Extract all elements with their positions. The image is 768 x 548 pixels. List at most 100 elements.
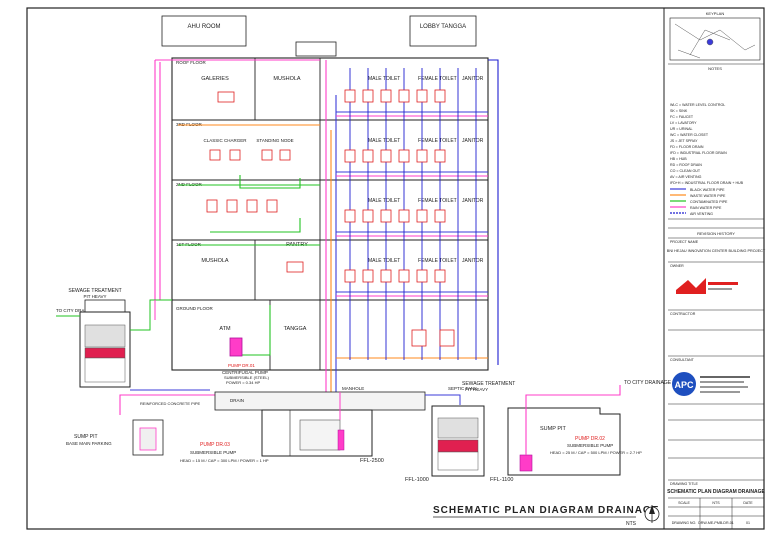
- abbr-8: IFD = INDUSTRIAL FLOOR DRAIN: [670, 151, 727, 155]
- room-label-mushola: MUSHOLA: [201, 258, 229, 264]
- centrifugal-sub-label: SUBMERSIBLE (STEEL): [224, 375, 270, 380]
- stair-lobby-label: LOBBY TANGGA: [420, 24, 466, 30]
- diagram-title: SCHEMATIC PLAN DIAGRAM DRAINAGE: [433, 505, 659, 516]
- toilet-male-4: MALE TOILET: [368, 76, 400, 82]
- legend-rain-water: RAIN WATER PIPE: [690, 206, 722, 210]
- centrifugal-pump-label: CENTRIFUGAL PUMP: [222, 370, 268, 375]
- room-label-galeries: GALERIES: [201, 76, 229, 82]
- room-label-mushola-top: MUSHOLA: [273, 76, 301, 82]
- left-pit-sub: PIT HEAVY: [83, 294, 106, 299]
- legend-black-water: BLACK WATER PIPE: [690, 188, 725, 192]
- room-label-atm: ATM: [219, 326, 231, 332]
- abbr-9: HB = HUB: [670, 157, 687, 161]
- left-pit-title: SEWAGE TREATMENT: [68, 288, 121, 294]
- pump-dr02-sub: SUBMERSIBLE PUMP: [567, 443, 613, 448]
- janitor-3: JANITOR: [462, 138, 484, 144]
- floor-label-roof: ROOF FLOOR: [176, 60, 207, 65]
- manhole-label: MANHOLE: [342, 386, 364, 391]
- drain-label: DRAIN: [230, 398, 244, 403]
- reinforced-pipe-label: REINFORCED CONCRETE PIPE: [140, 401, 201, 406]
- abbr-10: RD = ROOF DRAIN: [670, 163, 702, 167]
- legend-contaminated: CONTAMINATED PIPE: [690, 200, 728, 204]
- scale-value: NTS: [712, 501, 720, 505]
- toilet-female-2: FEMALE TOILET: [418, 198, 457, 204]
- pump-dr02-specs: HEAD = 25 M / CAP = 500 LPM / POWER = 2.…: [550, 450, 642, 455]
- abbr-13: IFD+H = INDUSTRIAL FLOOR DRAIN + HUB: [670, 181, 744, 185]
- title-block: KEYPLAN NOTES WLC = WATER LEVEL CONTROL …: [667, 11, 766, 529]
- toilet-female-4: FEMALE TOILET: [418, 76, 457, 82]
- abbr-1: SK = SINK: [670, 109, 688, 113]
- room-label-tangga: TANGGA: [284, 326, 307, 332]
- abbr-7: FD = FLOOR DRAIN: [670, 145, 704, 149]
- date-label: DATE: [743, 501, 753, 505]
- central-septic: DRAIN MANHOLE FFL-2500: [214, 386, 426, 464]
- roof-tank: [295, 41, 337, 57]
- stair-lobby-box: [409, 15, 477, 47]
- sump-right-label: SUMP PIT: [540, 426, 567, 432]
- drawing-title-label: DRAWING TITLE: [670, 482, 699, 486]
- left-sewage-pit: SEWAGE TREATMENT PIT HEAVY TO CITY DRAIN…: [56, 288, 172, 388]
- sheet-no: 01: [746, 521, 750, 525]
- pump-dr03-specs: HEAD = 15 M / CAP = 300 LPM / POWER = 1 …: [180, 458, 269, 463]
- room-label-node: STANDING NODE: [256, 138, 293, 143]
- toilet-female-3: FEMALE TOILET: [418, 138, 457, 144]
- janitor-2: JANITOR: [462, 198, 484, 204]
- abbr-4: UR = URINAL: [670, 127, 692, 131]
- legend-waste-water: WASTE WATER PIPE: [690, 194, 726, 198]
- abbr-5: WC = WATER CLOSET: [670, 133, 709, 137]
- legend-air-venting: AIR VENTING: [690, 212, 713, 216]
- ffl-1100: FFL-1100: [490, 477, 513, 483]
- left-drainage-label: TO CITY DRAINAGE: [56, 308, 98, 313]
- scale-label: SCALE: [678, 501, 690, 505]
- consultant-label: CONSULTANT: [670, 358, 695, 362]
- right-pump-pit: SEPTIC TANK FFL-1000 SEWAGE TREATMENT PI…: [405, 381, 515, 483]
- right-drainage-label: TO CITY DRAINAGE: [624, 380, 672, 386]
- drawing-title-block: SCHEMATIC PLAN DIAGRAM DRAINAGE: [667, 489, 765, 495]
- septic-label: SEPTIC TANK: [448, 386, 477, 391]
- abbr-2: FC = FAUCET: [670, 115, 694, 119]
- abbr-6: JS = JET SPRAY: [670, 139, 698, 143]
- owner-label: OWNER: [670, 264, 684, 268]
- pump-dr01-label: PUMP DR.01: [228, 363, 255, 368]
- right-pit-title: SEWAGE TREATMENT: [462, 381, 515, 387]
- sump-sub-label: BASE MAIN PARKING: [66, 441, 112, 446]
- toilet-female-1: FEMALE TOILET: [418, 258, 457, 264]
- lower-left-sump: REINFORCED CONCRETE PIPE SUMP PIT BASE M…: [66, 389, 269, 463]
- ahu-room-box: [161, 15, 247, 47]
- ahu-room-label: AHU ROOM: [188, 24, 221, 30]
- svg-text:APC: APC: [674, 380, 694, 390]
- drawing-no-label: DRAWING NO.: [672, 521, 697, 525]
- notes-header: NOTES: [708, 66, 722, 71]
- apc-logo-icon: APC: [672, 372, 750, 396]
- sump-right: SUMP PIT PUMP DR.02 SUBMERSIBLE PUMP HEA…: [490, 380, 672, 483]
- sump-pit-label: SUMP PIT: [74, 434, 98, 440]
- abbr-0: WLC = WATER LEVEL CONTROL: [670, 103, 725, 107]
- abbr-3: LV = LAVATORY: [670, 121, 697, 125]
- right-pit-sub: PIT HEAVY: [465, 387, 488, 392]
- floor-label-ground: GROUND FLOOR: [176, 306, 214, 311]
- project-name: BNI HEJAU INNOVATION CENTER BUILDING PRO…: [667, 249, 766, 253]
- pump-dr01-unit: [229, 337, 243, 357]
- building-section: AHU ROOM LOBBY TANGGA ROOF FLOOR 3RD FLO…: [154, 15, 499, 392]
- toilet-male-3: MALE TOILET: [368, 138, 400, 144]
- abbr-11: CO = CLEAN OUT: [670, 169, 701, 173]
- toilet-male-1: MALE TOILET: [368, 258, 400, 264]
- ffl-1000: FFL-1000: [405, 477, 429, 483]
- scale-note: NTS: [626, 521, 637, 527]
- contractor-label: CONTRACTOR: [670, 312, 696, 316]
- north-arrow-icon: [644, 505, 660, 523]
- janitor-4: JANITOR: [462, 76, 484, 82]
- revision-header: REVISION HISTORY: [697, 231, 735, 236]
- toilet-male-2: MALE TOILET: [368, 198, 400, 204]
- project-name-label: PROJECT NAME: [670, 240, 699, 244]
- abbr-12: AV = AIR VENTING: [670, 175, 702, 179]
- pump-dr03-label: PUMP DR.03: [200, 442, 230, 448]
- centrifugal-power-label: POWER = 0.34 HP: [226, 380, 260, 385]
- ffl-2500: FFL-2500: [360, 458, 384, 464]
- pump-dr02-label: PUMP DR.02: [575, 436, 605, 442]
- drawing-no: DRW-ME-PMB-DR-01: [698, 521, 734, 525]
- keyplan-label: KEYPLAN: [706, 11, 725, 16]
- owner-logo-icon: [676, 278, 738, 294]
